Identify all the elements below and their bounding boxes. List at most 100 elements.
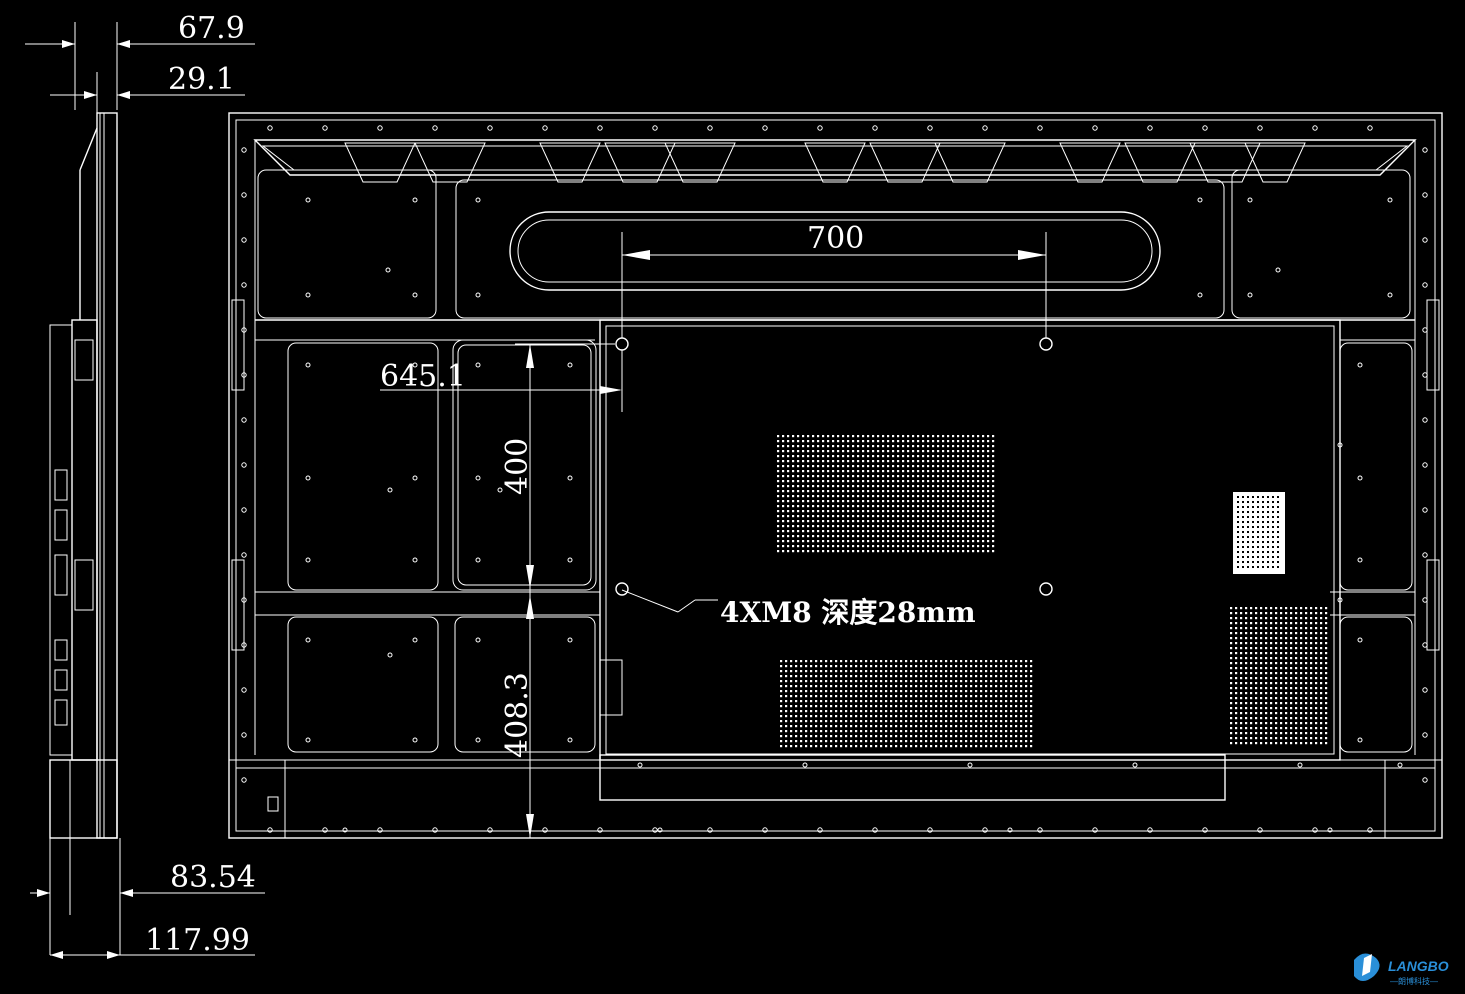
vent-dot: [1260, 712, 1263, 715]
vent-dot: [810, 735, 813, 738]
vent-dot: [867, 440, 870, 443]
vent-dot: [1247, 551, 1249, 553]
vent-dot: [845, 670, 848, 673]
vent-dot: [967, 465, 970, 468]
vent-dot: [1230, 727, 1233, 730]
vent-dot: [982, 485, 985, 488]
vent-dot: [822, 475, 825, 478]
vent-dot: [790, 720, 793, 723]
vent-dot: [1285, 732, 1288, 735]
vent-dot: [830, 685, 833, 688]
vent-dot: [952, 445, 955, 448]
vent-dot: [1005, 680, 1008, 683]
vent-dot: [1280, 617, 1283, 620]
vent-dot: [1250, 677, 1253, 680]
vent-dot: [912, 545, 915, 548]
vent-dot: [1235, 647, 1238, 650]
vent-dot: [907, 490, 910, 493]
vent-dot: [907, 535, 910, 538]
vent-dot: [1270, 727, 1273, 730]
vent-dot: [792, 520, 795, 523]
vent-dot: [830, 665, 833, 668]
vent-dot: [1325, 657, 1328, 660]
vent-dot: [807, 485, 810, 488]
vent-dot: [805, 680, 808, 683]
vent-dot: [947, 475, 950, 478]
vent-dot: [797, 500, 800, 503]
vent-dot: [987, 510, 990, 513]
vent-dot: [802, 490, 805, 493]
vent-dot: [917, 540, 920, 543]
vent-dot: [962, 455, 965, 458]
vent-dot: [907, 445, 910, 448]
screw-hole: [1422, 372, 1428, 378]
vent-dot: [1310, 617, 1313, 620]
vent-dot: [912, 525, 915, 528]
vent-dot: [925, 670, 928, 673]
screw-hole: [412, 292, 418, 298]
vent-dot: [915, 675, 918, 678]
vent-dot: [817, 490, 820, 493]
vent-dot: [942, 495, 945, 498]
vent-dot: [1255, 672, 1258, 675]
vent-dot: [817, 435, 820, 438]
vent-dot: [820, 745, 823, 748]
vent-dot: [790, 685, 793, 688]
vent-dot: [842, 465, 845, 468]
vent-dot: [952, 510, 955, 513]
vent-dot: [1005, 720, 1008, 723]
vent-dot: [937, 515, 940, 518]
vent-dot: [837, 440, 840, 443]
screw-hole: [1037, 827, 1043, 833]
vent-dot: [1290, 617, 1293, 620]
vent-dot: [947, 440, 950, 443]
vent-dot: [1257, 531, 1259, 533]
vent-dot: [845, 685, 848, 688]
vent-dot: [947, 495, 950, 498]
vent-dot: [1275, 637, 1278, 640]
vent-dot: [845, 720, 848, 723]
vent-dot: [1280, 622, 1283, 625]
vent-dot: [790, 660, 793, 663]
vent-dot: [830, 690, 833, 693]
vent-dot: [785, 740, 788, 743]
vent-dot: [1245, 692, 1248, 695]
vent-dot: [1235, 642, 1238, 645]
vent-dot: [1265, 667, 1268, 670]
screw-hole: [927, 827, 933, 833]
screw-hole: [567, 557, 573, 563]
vent-dot: [960, 735, 963, 738]
vent-dot: [1272, 556, 1274, 558]
vent-dot: [957, 440, 960, 443]
vent-dot: [1325, 622, 1328, 625]
vent-dot: [1290, 652, 1293, 655]
vent-dot: [940, 660, 943, 663]
vent-dot: [1275, 687, 1278, 690]
vent-dot: [1277, 521, 1279, 523]
vent-dot: [882, 435, 885, 438]
vent-dot: [922, 525, 925, 528]
vent-dot: [972, 435, 975, 438]
vent-dot: [995, 665, 998, 668]
vent-dot: [982, 475, 985, 478]
vent-dot: [827, 525, 830, 528]
dimension-label: 117.99: [145, 923, 250, 958]
vent-dot: [1245, 727, 1248, 730]
vent-dot: [1320, 732, 1323, 735]
vent-dot: [1295, 712, 1298, 715]
vent-dot: [962, 465, 965, 468]
vent-dot: [935, 740, 938, 743]
vent-dot: [1240, 662, 1243, 665]
vent-dot: [1252, 511, 1254, 513]
vent-dot: [1285, 647, 1288, 650]
vent-dot: [982, 510, 985, 513]
vent-dot: [1320, 607, 1323, 610]
vent-dot: [822, 485, 825, 488]
vent-dot: [1245, 627, 1248, 630]
vent-dot: [1000, 700, 1003, 703]
vent-dot: [885, 720, 888, 723]
vent-dot: [795, 745, 798, 748]
vent-dot: [1025, 725, 1028, 728]
vent-dot: [1235, 652, 1238, 655]
vent-dot: [1240, 692, 1243, 695]
